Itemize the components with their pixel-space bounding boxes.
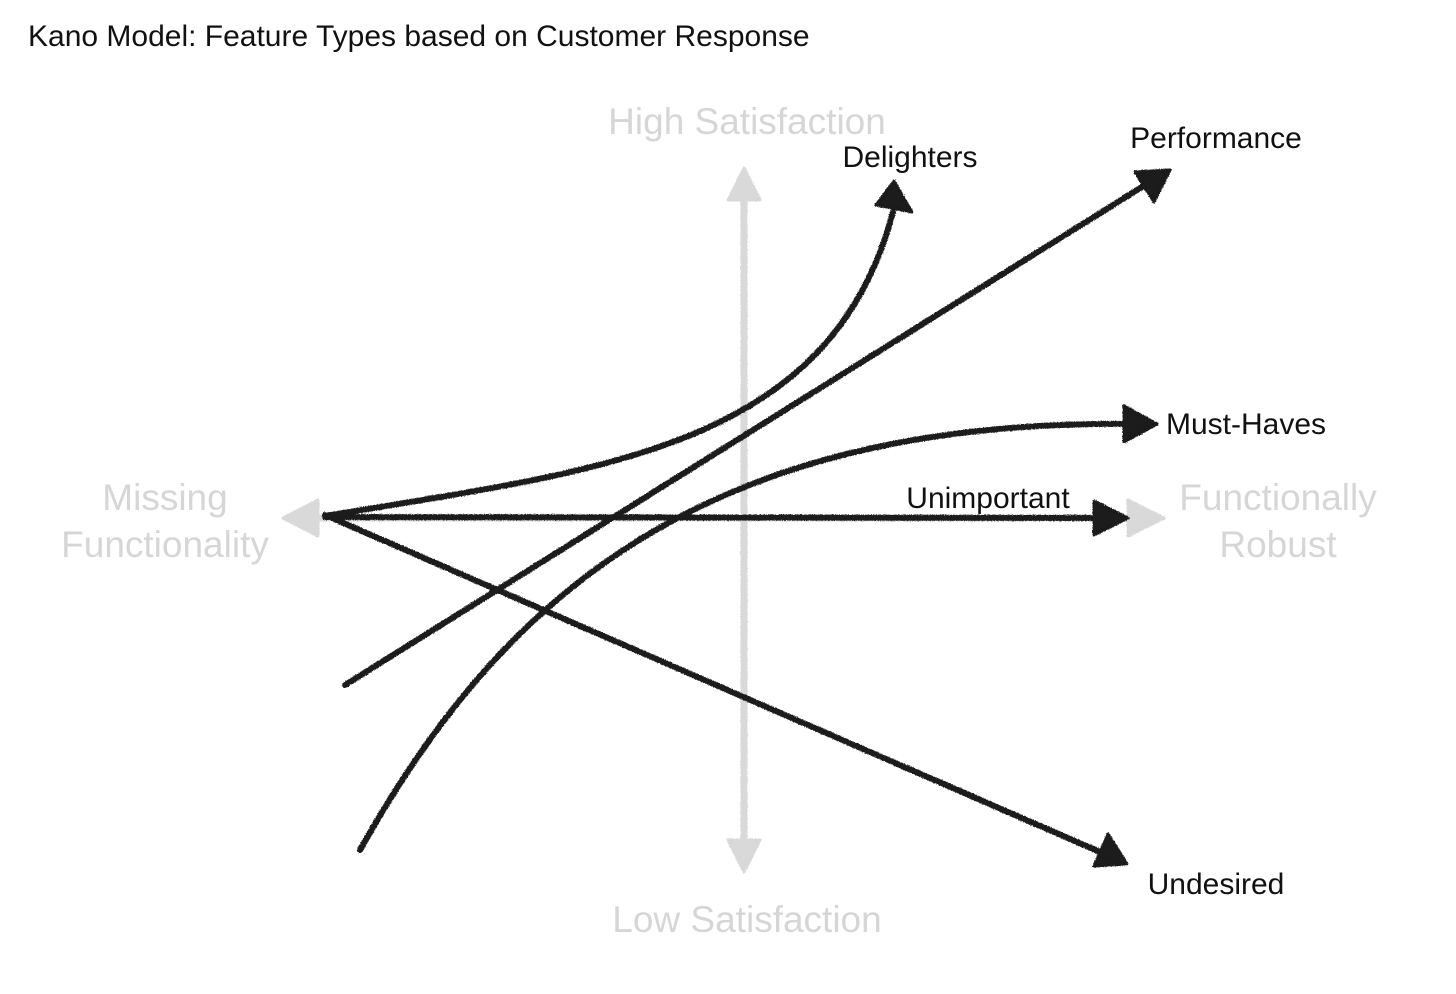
axis-label-low-satisfaction: Low Satisfaction: [612, 899, 881, 940]
delighters-curve: [322, 209, 896, 519]
delighters-arrowhead: [874, 179, 914, 214]
axis-label-missing: Missing: [102, 477, 227, 518]
axis-label-functionality: Functionality: [61, 524, 269, 565]
label-undesired: Undesired: [1148, 868, 1285, 901]
axis-label-robust: Robust: [1219, 524, 1337, 565]
unimportant-arrowhead: [1092, 499, 1130, 537]
axis-arrow-up: [726, 166, 762, 202]
axis-arrow-left: [281, 498, 320, 538]
axis-arrow-right: [1126, 498, 1166, 538]
must-haves-arrowhead: [1122, 404, 1159, 444]
axis-label-high-satisfaction: High Satisfaction: [608, 101, 886, 142]
performance-curve: [342, 182, 1148, 688]
must-haves-curve: [357, 420, 1133, 853]
label-performance: Performance: [1130, 122, 1302, 155]
diagram-title: Kano Model: Feature Types based on Custo…: [28, 20, 810, 53]
undesired-curve: [322, 512, 1103, 855]
label-unimportant: Unimportant: [906, 482, 1070, 515]
undesired-arrowhead: [1092, 832, 1129, 868]
performance-arrowhead: [1133, 168, 1172, 204]
unimportant-curve: [322, 514, 1103, 521]
feature-curves: [322, 168, 1172, 868]
label-delighters: Delighters: [842, 141, 977, 174]
axis-label-functionally: Functionally: [1179, 477, 1377, 518]
axis-arrow-down: [726, 838, 762, 874]
label-must-haves: Must-Haves: [1166, 408, 1326, 441]
